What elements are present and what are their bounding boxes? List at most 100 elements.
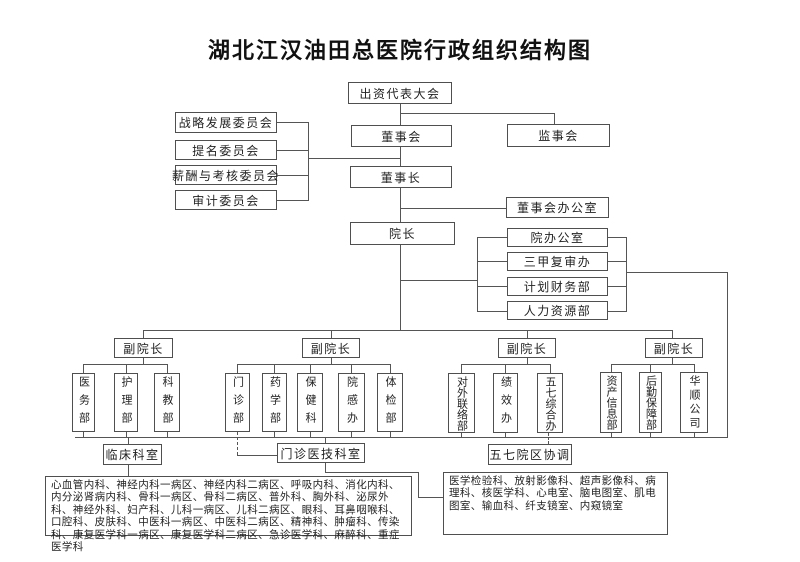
connector-line bbox=[390, 364, 391, 373]
connector-line bbox=[75, 437, 727, 438]
connector-line bbox=[128, 465, 129, 476]
connector-line bbox=[477, 261, 507, 262]
board-of-supervisors-box: 监事会 bbox=[507, 124, 610, 147]
investor-assembly-box: 出资代表大会 bbox=[348, 82, 452, 104]
connector-line bbox=[237, 364, 390, 365]
connector-line bbox=[143, 330, 144, 339]
connector-line bbox=[143, 358, 144, 365]
infection-office-box: 院感办 bbox=[338, 373, 365, 432]
connector-line-dashed bbox=[548, 433, 549, 444]
connector-line bbox=[277, 150, 308, 151]
chart-title: 湖北江汉油田总医院行政组织结构图 bbox=[207, 38, 592, 63]
connector-line bbox=[611, 364, 694, 365]
vice-president-1-box: 副院长 bbox=[114, 338, 173, 358]
pharmacy-dept-box: 药学部 bbox=[262, 373, 287, 432]
medtech-dept-list-box: 医学检验科、放射影像科、超声影像科、病理科、核医学科、心电室、脑电图室、肌电图室… bbox=[443, 472, 668, 535]
connector-line bbox=[277, 200, 308, 201]
sanjia-review-office-box: 三甲复审办 bbox=[507, 252, 608, 271]
connector-line bbox=[727, 272, 728, 438]
physical-exam-dept-box: 体检部 bbox=[377, 373, 403, 432]
connector-line bbox=[694, 364, 695, 373]
hospital-office-box: 院办公室 bbox=[507, 228, 608, 247]
connector-line bbox=[400, 113, 555, 114]
performance-office-box: 绩效办 bbox=[493, 373, 518, 433]
connector-line bbox=[167, 364, 168, 373]
logistics-support-dept-box: 后勤保障部 bbox=[639, 372, 662, 433]
nomination-committee-box: 提名委员会 bbox=[175, 140, 277, 160]
vice-president-2-box: 副院长 bbox=[302, 338, 360, 358]
connector-line bbox=[390, 432, 391, 438]
wuqi-campus-coordination-box: 五七院区协调 bbox=[488, 444, 572, 465]
wuqi-general-office-box: 五七综合办 bbox=[537, 373, 563, 433]
connector-line bbox=[608, 237, 626, 238]
connector-line bbox=[310, 364, 311, 373]
connector-line bbox=[418, 472, 419, 498]
connector-line bbox=[351, 364, 352, 373]
clinical-depts-box: 临床科室 bbox=[103, 444, 162, 465]
clinical-dept-list-box: 心血管内科、神经内科一病区、神经内科二病区、呼吸内科、消化内科、内分泌肾病内科、… bbox=[45, 476, 412, 553]
connector-line bbox=[83, 364, 84, 373]
connector-line bbox=[325, 472, 418, 473]
hr-dept-box: 人力资源部 bbox=[507, 301, 608, 320]
board-chairman-box: 董事长 bbox=[350, 166, 452, 188]
connector-line bbox=[554, 113, 555, 125]
connector-line bbox=[277, 175, 308, 176]
external-liaison-dept-box: 对外联络部 bbox=[448, 373, 475, 433]
connector-line bbox=[308, 122, 309, 201]
connector-line bbox=[477, 237, 478, 312]
connector-line bbox=[274, 364, 275, 373]
asset-info-dept-box: 资产信息部 bbox=[600, 372, 622, 433]
audit-committee-box: 审计委员会 bbox=[175, 190, 277, 210]
connector-line bbox=[331, 358, 332, 365]
connector-line bbox=[128, 437, 129, 444]
connector-line bbox=[126, 432, 127, 438]
president-box: 院长 bbox=[350, 222, 455, 245]
outpatient-medtech-depts-box: 门诊医技科室 bbox=[277, 443, 365, 463]
connector-line bbox=[626, 237, 627, 312]
connector-line bbox=[527, 330, 528, 339]
connector-line bbox=[505, 364, 506, 373]
connector-line bbox=[331, 330, 332, 339]
connector-line bbox=[477, 237, 507, 238]
connector-line bbox=[418, 497, 443, 498]
nursing-dept-box: 护理部 bbox=[114, 373, 138, 432]
connector-line bbox=[167, 432, 168, 438]
outpatient-dept-box: 门诊部 bbox=[225, 373, 250, 432]
compensation-committee-box: 薪酬与考核委员会 bbox=[172, 165, 279, 185]
connector-line bbox=[608, 261, 626, 262]
connector-line bbox=[274, 432, 275, 438]
connector-line bbox=[461, 432, 462, 438]
connector-line bbox=[325, 463, 326, 473]
connector-line bbox=[277, 122, 308, 123]
board-office-box: 董事会办公室 bbox=[506, 197, 609, 218]
connector-line bbox=[608, 286, 626, 287]
connector-line bbox=[310, 432, 311, 438]
medical-affairs-dept-box: 医务部 bbox=[72, 373, 95, 432]
vice-president-4-box: 副院长 bbox=[645, 338, 703, 358]
huashun-company-box: 华顺公司 bbox=[680, 372, 708, 433]
connector-line bbox=[527, 358, 528, 365]
connector-line bbox=[672, 358, 673, 365]
connector-line bbox=[83, 432, 84, 438]
connector-line bbox=[400, 208, 506, 209]
connector-line bbox=[308, 158, 400, 159]
healthcare-dept-box: 保健科 bbox=[297, 373, 323, 432]
connector-line bbox=[650, 432, 651, 438]
connector-line bbox=[83, 364, 167, 365]
strategy-committee-box: 战略发展委员会 bbox=[175, 112, 277, 133]
connector-line bbox=[351, 432, 352, 438]
connector-line bbox=[672, 330, 673, 339]
connector-line bbox=[550, 364, 551, 373]
connector-line bbox=[143, 330, 672, 331]
connector-line bbox=[626, 272, 727, 273]
connector-line bbox=[400, 147, 401, 167]
connector-line bbox=[325, 437, 326, 443]
vice-president-3-box: 副院长 bbox=[498, 338, 556, 358]
connector-line bbox=[650, 364, 651, 373]
connector-line bbox=[477, 286, 507, 287]
connector-line bbox=[237, 455, 277, 456]
connector-line bbox=[461, 364, 462, 373]
connector-line bbox=[611, 432, 612, 438]
connector-line bbox=[237, 364, 238, 373]
